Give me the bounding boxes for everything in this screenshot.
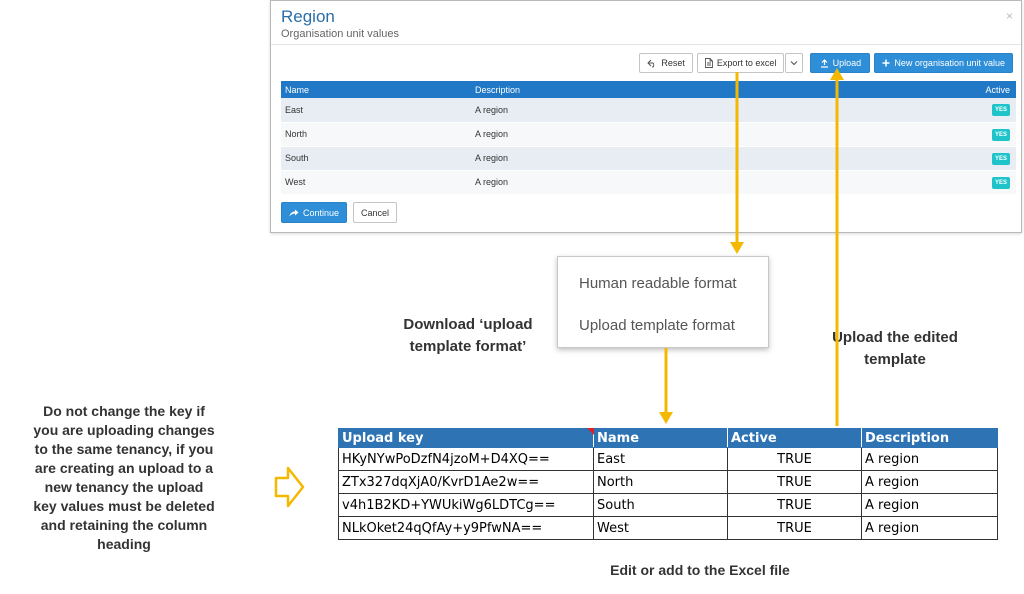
key-note-line: are creating an upload to a <box>34 460 214 476</box>
row-description: A region <box>471 122 971 147</box>
row-description: A region <box>471 98 971 123</box>
excel-cell-active: TRUE <box>727 516 862 540</box>
download-label-line: Download ‘upload <box>403 316 533 333</box>
excel-cell-name: North <box>593 470 728 494</box>
reset-button[interactable]: Reset <box>639 53 693 73</box>
excel-cell-description: A region <box>861 493 998 517</box>
key-note-line: to the same tenancy, if you <box>34 441 214 457</box>
excel-cell-key: NLkOket24qQfAy+y9PfwNA== <box>338 516 594 540</box>
download-instruction-label: Download ‘upload template format’ <box>383 314 553 358</box>
excel-header-row: Upload key Name Active Description <box>338 428 998 448</box>
column-header-active[interactable]: Active <box>971 81 1016 98</box>
active-badge: YES <box>991 176 1010 189</box>
excel-row: HKyNYwPoDzfN4jzoM+D4XQ== East TRUE A reg… <box>338 447 998 471</box>
excel-row: NLkOket24qQfAy+y9PfwNA== West TRUE A reg… <box>338 516 998 540</box>
excel-cell-name: West <box>593 516 728 540</box>
continue-button[interactable]: Continue <box>281 202 348 223</box>
excel-cell-active: TRUE <box>727 470 862 494</box>
upload-instruction-label: Upload the edited template <box>810 327 980 371</box>
key-note-line: and retaining the column <box>40 517 208 533</box>
excel-cell-active: TRUE <box>727 493 862 517</box>
table-row[interactable]: North A region YES <box>281 122 1016 147</box>
upload-key-instruction: Do not change the key if you are uploadi… <box>0 402 248 554</box>
org-unit-table: Name Description Active East A region YE… <box>281 81 1016 195</box>
excel-header-name: Name <box>593 428 728 448</box>
excel-cell-description: A region <box>861 447 998 471</box>
row-description: A region <box>471 146 971 171</box>
excel-cell-active: TRUE <box>727 447 862 471</box>
column-header-name[interactable]: Name <box>281 81 471 98</box>
dialog-title: Region <box>281 7 335 26</box>
excel-cell-name: East <box>593 447 728 471</box>
excel-cell-key: HKyNYwPoDzfN4jzoM+D4XQ== <box>338 447 594 471</box>
cancel-button[interactable]: Cancel <box>353 202 398 223</box>
table-row[interactable]: South A region YES <box>281 146 1016 171</box>
export-dropdown-toggle[interactable] <box>785 53 804 73</box>
continue-button-label: Continue <box>303 207 340 218</box>
active-badge: YES <box>991 128 1010 141</box>
new-organisation-unit-value-button[interactable]: New organisation unit value <box>874 53 1013 73</box>
chevron-down-icon <box>791 61 798 66</box>
dialog-subtitle: Organisation unit values <box>281 28 400 40</box>
table-row[interactable]: West A region YES <box>281 170 1016 195</box>
plus-icon <box>882 59 890 67</box>
share-arrow-icon <box>289 209 299 216</box>
upload-label-line: Upload the edited <box>832 329 958 346</box>
excel-header-upload-key: Upload key <box>338 428 594 448</box>
undo-icon <box>647 59 655 67</box>
excel-header-active: Active <box>727 428 862 448</box>
row-name: South <box>281 146 471 171</box>
key-note-line: heading <box>97 536 151 552</box>
active-badge: YES <box>991 152 1010 165</box>
download-label-line: template format’ <box>409 338 527 355</box>
close-icon[interactable]: × <box>1005 9 1013 23</box>
template-to-excel-arrow <box>659 348 673 424</box>
dialog-toolbar: Reset Export to excel Upload New organis… <box>639 53 1013 73</box>
menu-item-upload-template-format[interactable]: Upload template format <box>579 317 735 334</box>
excel-cell-name: South <box>593 493 728 517</box>
reset-button-label: Reset <box>661 58 685 68</box>
table-header-row: Name Description Active <box>281 81 1016 98</box>
export-to-excel-button[interactable]: Export to excel <box>696 53 785 73</box>
excel-upload-template: Upload key Name Active Description HKyNY… <box>338 428 998 540</box>
new-button-label: New organisation unit value <box>894 58 1005 68</box>
excel-caption: Edit or add to the Excel file <box>610 562 790 578</box>
excel-cell-key: v4h1B2KD+YWUkiWg6LDTCg== <box>338 493 594 517</box>
key-note-line: you are uploading changes <box>33 422 215 438</box>
export-format-menu: Human readable format Upload template fo… <box>557 256 769 348</box>
column-header-description[interactable]: Description <box>471 81 971 98</box>
excel-row: ZTx327dqXjA0/KvrD1Ae2w== North TRUE A re… <box>338 470 998 494</box>
excel-cell-key: ZTx327dqXjA0/KvrD1Ae2w== <box>338 470 594 494</box>
row-name: East <box>281 98 471 123</box>
upload-label-line: template <box>864 351 926 368</box>
row-description: A region <box>471 170 971 195</box>
excel-row: v4h1B2KD+YWUkiWg6LDTCg== South TRUE A re… <box>338 493 998 517</box>
key-note-line: Do not change the key if <box>43 403 205 419</box>
key-note-line: key values must be deleted <box>33 498 215 514</box>
active-badge: YES <box>991 104 1010 117</box>
row-name: West <box>281 170 471 195</box>
excel-cell-description: A region <box>861 516 998 540</box>
export-button-label: Export to excel <box>716 58 777 68</box>
key-note-line: new tenancy the upload <box>44 479 204 495</box>
table-row[interactable]: East A region YES <box>281 98 1016 123</box>
upload-icon <box>820 58 828 68</box>
row-name: North <box>281 122 471 147</box>
dialog-footer: Continue Cancel <box>281 202 398 223</box>
document-icon <box>704 58 713 68</box>
excel-cell-description: A region <box>861 470 998 494</box>
excel-header-description: Description <box>861 428 998 448</box>
dialog-divider <box>271 44 1021 45</box>
cancel-button-label: Cancel <box>361 207 390 218</box>
upload-button[interactable]: Upload <box>810 53 871 73</box>
region-dialog: Region Organisation unit values × Reset … <box>270 0 1022 233</box>
hollow-right-arrow-icon <box>274 466 305 508</box>
comment-indicator-icon <box>587 428 594 435</box>
menu-item-human-readable-format[interactable]: Human readable format <box>579 275 737 292</box>
upload-button-label: Upload <box>832 58 862 68</box>
